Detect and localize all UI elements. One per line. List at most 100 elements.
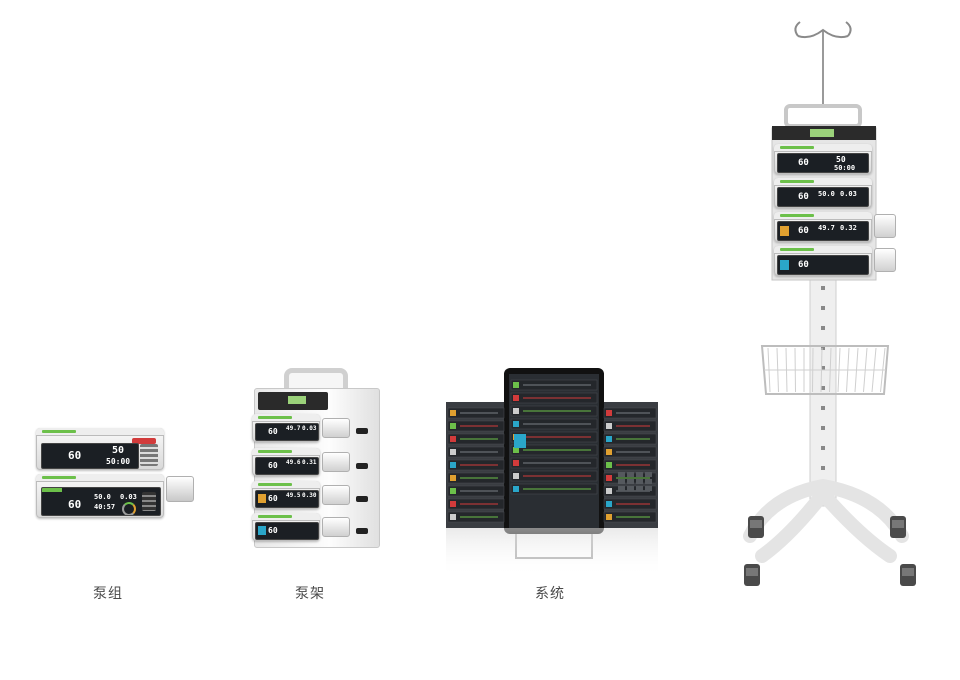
caption-pump-group: 泵组 xyxy=(93,586,123,602)
cart-pump-unit: 60 49.7 0.32 xyxy=(774,212,872,242)
rate2-value: 0.03 xyxy=(302,425,317,432)
system-display xyxy=(446,368,658,583)
rate-value: 60 xyxy=(798,260,809,270)
rate-value: 60 xyxy=(268,427,278,436)
caption-pump-rack: 泵架 xyxy=(295,586,325,602)
pump-group: 60 50 50:00 60 50.0 40:57 0.03 xyxy=(36,428,196,523)
system-row-indicator xyxy=(513,473,519,479)
cart-column-hole xyxy=(821,426,825,430)
cart-rack-top-display xyxy=(810,129,834,137)
system-row-indicator xyxy=(513,421,519,427)
rate-value: 60 xyxy=(798,192,809,202)
cart-column-hole xyxy=(821,446,825,450)
warning-indicator xyxy=(258,494,266,503)
cart-column-hole xyxy=(821,466,825,470)
warning-indicator xyxy=(780,226,789,236)
volume-value: 49.5 xyxy=(286,492,301,499)
cart-handle xyxy=(784,104,862,128)
system-row-indicator xyxy=(513,408,519,414)
rack-pump-screen: 60 49.7 0.03 xyxy=(255,423,319,441)
cart-column-hole xyxy=(821,366,825,370)
system-keypad-key xyxy=(636,472,643,477)
system-row-indicator xyxy=(513,382,519,388)
rack-pump-screen: 60 xyxy=(255,522,319,540)
rate-value: 60 xyxy=(68,449,82,462)
cart-column-hole xyxy=(821,346,825,350)
cart-wheel-cap xyxy=(892,520,904,528)
system-keypad-key xyxy=(627,479,634,484)
rack-pump-unit: 60 49.6 0.31 xyxy=(252,448,320,476)
rate2-value: 0.31 xyxy=(302,459,317,466)
cart-column-hole xyxy=(821,406,825,410)
cart-column-hole xyxy=(821,286,825,290)
cart-syringe-clamp xyxy=(874,248,896,272)
pump-group-bottom-screen: 60 50.0 40:57 0.03 xyxy=(41,487,161,516)
iv-hooks xyxy=(794,21,852,39)
cart-syringe-clamp xyxy=(874,214,896,238)
system-row-indicator xyxy=(606,423,612,429)
rack-syringe-clamp xyxy=(322,485,350,505)
system-row-indicator xyxy=(513,447,519,453)
system-keypad-key xyxy=(645,486,652,491)
system-row-indicator xyxy=(606,501,612,507)
system-keypad-key xyxy=(627,486,634,491)
system-keypad-key xyxy=(618,479,625,484)
rack-knob xyxy=(356,463,368,469)
rate-value: 60 xyxy=(268,494,278,503)
rate2-value: 0.03 xyxy=(120,493,137,501)
time-value: 40:57 xyxy=(94,503,116,511)
rack-pump-unit: 60 49.7 0.03 xyxy=(252,414,320,442)
rate-value: 60 xyxy=(268,526,278,535)
cart-frame xyxy=(743,21,916,586)
cart-pump-unit: 60 50 50:00 xyxy=(774,144,872,174)
system-row-indicator xyxy=(450,462,456,468)
system-row-indicator xyxy=(450,410,456,416)
caption-system: 系统 xyxy=(535,586,565,602)
cart-pump-screen: 60 xyxy=(777,255,869,275)
system-row-indicator xyxy=(606,514,612,520)
system-row-indicator xyxy=(450,423,456,429)
volume-value: 50 xyxy=(836,155,846,164)
cart-wheel-cap xyxy=(746,568,758,576)
pressure-gauge-icon xyxy=(122,502,136,515)
cart-basket xyxy=(760,345,890,395)
status-bar xyxy=(42,488,62,492)
system-keypad-key xyxy=(636,486,643,491)
system-keypad-key xyxy=(645,472,652,477)
rate2-value: 0.32 xyxy=(840,224,857,232)
rack-knob xyxy=(356,528,368,534)
rack-top-panel xyxy=(258,392,328,410)
rack-pump-screen: 60 49.5 0.30 xyxy=(255,490,319,508)
system-row-indicator xyxy=(450,501,456,507)
rack-knob xyxy=(356,496,368,502)
rate-value: 60 xyxy=(68,498,82,511)
system-row-indicator xyxy=(513,460,519,466)
cart-pump-screen: 60 50.0 0.03 xyxy=(777,187,869,207)
rack-pump-screen: 60 49.6 0.31 xyxy=(255,457,319,475)
pump-group-bottom-unit: 60 50.0 40:57 0.03 xyxy=(36,474,164,518)
system-keypad-key xyxy=(645,479,652,484)
rack-pump-unit: 60 49.5 0.30 xyxy=(252,481,320,509)
rate2-value: 0.03 xyxy=(840,190,857,198)
info-indicator xyxy=(780,260,789,270)
volume-value: 49.7 xyxy=(818,224,835,232)
volume-value: 50.0 xyxy=(818,190,835,198)
cart-wheel-cap xyxy=(750,520,762,528)
pump-rack: 60 49.7 0.03 60 49.6 0.31 60 49.5 0.30 xyxy=(248,368,380,548)
volume-value: 49.7 xyxy=(286,425,301,432)
rack-knob xyxy=(356,428,368,434)
info-indicator xyxy=(258,526,266,535)
cart-base xyxy=(743,479,909,563)
time-value: 50:00 xyxy=(834,164,856,172)
brand-logo xyxy=(132,438,156,444)
rate-value: 60 xyxy=(798,226,809,236)
volume-value: 50.0 xyxy=(94,493,111,501)
system-row-indicator xyxy=(513,486,519,492)
system-row-indicator xyxy=(450,449,456,455)
cart-pump-unit: 60 50.0 0.03 xyxy=(774,178,872,208)
cart-column-hole xyxy=(821,326,825,330)
keypad xyxy=(142,492,156,511)
rate-value: 60 xyxy=(798,158,809,168)
system-keypad-key xyxy=(627,472,634,477)
system-monitor-graphic xyxy=(446,368,658,578)
